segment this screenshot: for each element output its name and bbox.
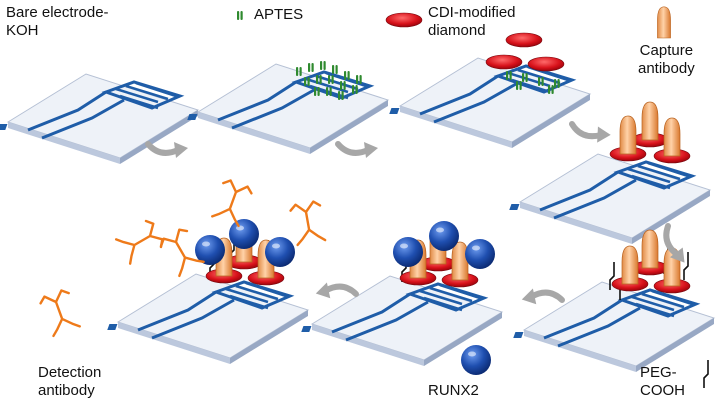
peg-linker-icon	[703, 359, 709, 389]
label-runx2: RUNX2	[428, 382, 479, 399]
step7-detection-electrode	[105, 219, 310, 366]
label-aptes: APTES	[254, 6, 304, 23]
capture-antibody-icon	[657, 6, 671, 39]
runx2-icon	[461, 345, 491, 375]
arrow-step5-to-6	[521, 286, 562, 305]
label-peg-cooh: PEG- COOH	[640, 364, 685, 399]
aptes-icon	[237, 11, 243, 20]
label-capture-antibody: Capture antibody	[638, 42, 695, 77]
label-cdi-diamond: CDI-modified diamond	[428, 4, 516, 39]
diamond-icon	[385, 12, 423, 28]
label-bare-electrode: Bare electrode- KOH	[6, 4, 109, 39]
step3-diamond-electrode	[387, 32, 592, 150]
arrow-step6-to-7	[315, 280, 356, 299]
detection-antibody-icon	[37, 287, 82, 338]
arrow-step1-to-2	[148, 142, 188, 158]
label-detection-antibody: Detection antibody	[38, 364, 102, 399]
step2-aptes-electrode	[185, 61, 390, 156]
step5-peg-electrode	[511, 229, 716, 374]
step6-runx2-electrode	[299, 221, 504, 368]
arrow-step3-to-4	[570, 122, 612, 145]
arrow-step2-to-3	[338, 142, 378, 158]
